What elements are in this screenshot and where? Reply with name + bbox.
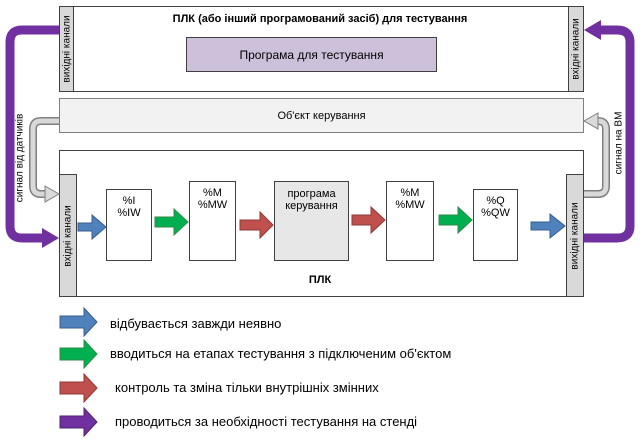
legend-arrow-red <box>59 372 98 404</box>
gray-arrowhead-right <box>582 112 599 130</box>
purple-loop-right <box>584 25 635 243</box>
memory-out-line1: %M <box>400 187 420 199</box>
test-plc-title: ПЛК (або інший програмований засіб) для … <box>172 13 468 25</box>
blue-arrow-in <box>77 213 107 241</box>
red-arrow-2 <box>351 205 386 235</box>
blue-arrow-out <box>530 212 566 240</box>
legend-text-purple: проводиться за необхідності тестування н… <box>115 414 418 429</box>
gray-connector-right <box>584 117 610 198</box>
memory-in-line1: %M <box>203 187 222 199</box>
test-plc-output-channels: вихідні канали <box>59 6 74 92</box>
input-image-box: %I %IW <box>106 189 152 261</box>
memory-out-line2: %MW <box>395 199 425 211</box>
legend-text-green: вводиться на етапах тестування з підключ… <box>110 346 452 361</box>
memory-in-line2: %MW <box>197 199 228 211</box>
gray-arrowhead-left <box>44 185 61 203</box>
sensor-signal-label: сигнал від датчиків <box>14 113 26 203</box>
output-image-line2: %QW <box>481 207 510 219</box>
legend-text-blue: відбувається завжди неявно <box>110 316 282 331</box>
control-program-line1: програма <box>287 188 336 200</box>
purple-loop-left <box>5 25 59 243</box>
actuator-signal-label: сигнал на ВМ <box>613 111 625 175</box>
test-program-box: Програма для тестування <box>186 37 437 72</box>
plc-output-channels: вихідні канали <box>566 174 584 297</box>
purple-arrowhead-left <box>42 228 59 248</box>
legend-text-red: контроль та зміна тільки внутрішніх змін… <box>115 380 379 395</box>
purple-arrowhead-right <box>584 20 601 40</box>
memory-in-box: %M %MW <box>189 181 236 261</box>
gray-connector-left <box>29 117 59 198</box>
control-object-label: Об'єкт керування <box>277 109 366 122</box>
plc-title: ПЛК <box>308 274 332 286</box>
test-plc-input-channels: вхідні канали <box>568 6 584 92</box>
input-image-line1: %I <box>122 195 136 207</box>
memory-out-box: %M %MW <box>386 181 434 261</box>
control-program-line2: керування <box>285 200 338 212</box>
red-arrow-1 <box>239 210 274 240</box>
legend-arrow-green <box>59 338 98 370</box>
legend-arrow-blue <box>59 306 98 338</box>
output-image-line1: %Q <box>486 195 505 207</box>
green-arrow-2 <box>438 205 473 235</box>
input-image-line2: %IW <box>117 207 141 219</box>
test-program-label: Програма для тестування <box>239 47 384 62</box>
green-arrow-1 <box>154 207 189 237</box>
output-image-box: %Q %QW <box>473 189 518 261</box>
legend-arrow-purple <box>59 406 98 438</box>
control-program-box: програма керування <box>274 181 349 261</box>
plc-input-channels: вхідні канали <box>59 174 77 297</box>
control-object-block: Об'єкт керування <box>59 98 584 133</box>
